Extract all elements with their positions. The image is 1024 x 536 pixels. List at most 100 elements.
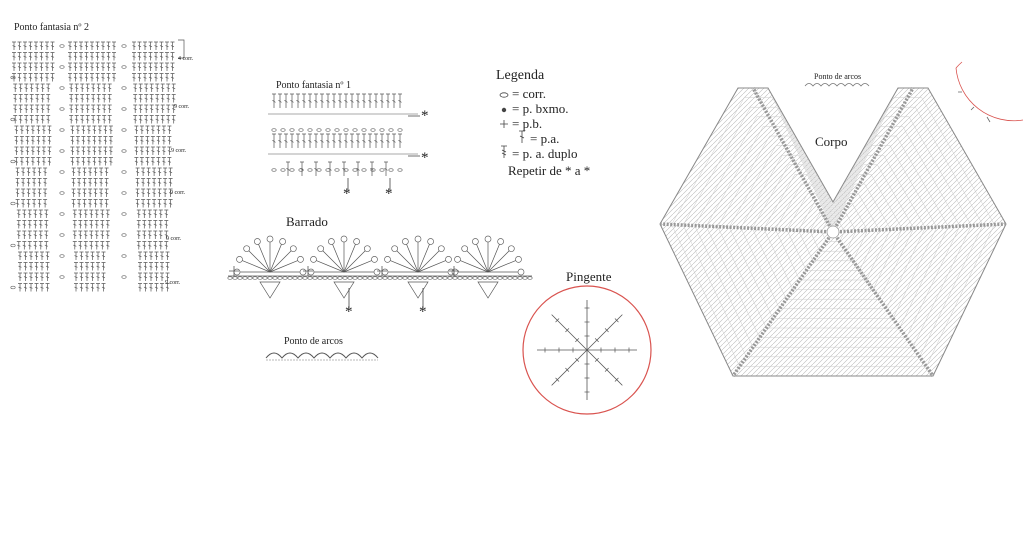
chain-oval-icon — [496, 86, 512, 102]
crochet-stitch — [103, 146, 108, 155]
chain-stitch — [367, 276, 373, 280]
crochet-stitch — [166, 83, 171, 92]
crochet-stitch — [138, 262, 142, 271]
crochet-stitch — [105, 241, 110, 250]
crochet-stitch — [36, 125, 41, 134]
crochet-stitch — [158, 241, 163, 250]
crochet-stitch — [163, 167, 168, 176]
crochet-stitch — [161, 125, 166, 134]
chain-stitch — [379, 128, 385, 132]
chain-stitch — [237, 276, 243, 280]
crochet-stitch — [94, 220, 99, 229]
crochet-stitch — [70, 157, 75, 166]
ponto2-title: Ponto fantasia nº 2 — [14, 22, 90, 33]
crochet-stitch — [148, 73, 153, 82]
crochet-stitch — [368, 93, 372, 108]
chain-stitch — [387, 276, 393, 280]
crochet-stitch — [91, 104, 96, 113]
crochet-stitch — [150, 157, 155, 166]
crochet-stitch — [152, 167, 157, 176]
chain-stitch — [352, 276, 358, 280]
chain-stitch — [388, 168, 394, 172]
ponto2-row-label: 9 corr. — [170, 190, 186, 196]
crochet-stitch — [136, 209, 141, 218]
crochet-stitch — [105, 230, 110, 239]
crochet-stitch — [165, 52, 169, 61]
crochet-stitch — [168, 178, 173, 187]
crochet-stitch — [38, 209, 43, 218]
ponto2-chart — [10, 39, 185, 292]
chain-stitch — [497, 276, 503, 280]
spoke-tick — [565, 367, 570, 372]
chain-stitch — [247, 276, 253, 280]
crochet-stitch — [74, 94, 79, 103]
chain-stitch — [402, 276, 408, 280]
spoke-tick — [594, 338, 599, 343]
crochet-stitch — [45, 251, 50, 260]
crochet-stitch — [164, 230, 169, 239]
corpo-chart — [659, 87, 1007, 377]
crochet-stitch — [90, 262, 95, 271]
crochet-stitch — [23, 251, 28, 260]
crochet-stitch — [36, 157, 41, 166]
crochet-stitch — [101, 41, 105, 50]
crochet-stitch — [45, 262, 50, 271]
crochet-stitch — [85, 94, 90, 103]
crochet-stitch — [154, 52, 158, 61]
crochet-stitch — [135, 178, 140, 187]
crochet-stitch — [30, 146, 35, 155]
crochet-stitch — [34, 52, 38, 61]
crochet-stitch — [38, 220, 43, 229]
crochet-stitch — [90, 52, 94, 61]
crochet-stitch — [99, 188, 104, 197]
crochet-stitch — [38, 230, 43, 239]
crochet-stitch — [137, 41, 142, 50]
crochet-stitch — [380, 133, 384, 148]
crochet-stitch — [342, 161, 346, 176]
repeat-pointer — [348, 288, 424, 308]
chain-stitch — [507, 276, 513, 280]
chain-stitch — [527, 276, 533, 280]
crochet-stitch — [33, 230, 38, 239]
crochet-stitch — [29, 251, 33, 260]
crochet-stitch — [149, 262, 153, 271]
crochet-stitch — [77, 199, 82, 208]
chain-stitch — [422, 276, 428, 280]
crochet-stitch — [302, 133, 306, 148]
crochet-stitch — [45, 272, 50, 281]
ponto1-repeat-mark-1: * — [421, 108, 429, 124]
crochet-stitch — [34, 41, 38, 50]
crochet-stitch — [41, 136, 46, 145]
crochet-stitch — [286, 161, 290, 176]
crochet-stitch — [101, 283, 106, 292]
crochet-stitch — [24, 115, 29, 124]
crochet-stitch — [45, 41, 49, 50]
chain-stitch — [59, 128, 65, 132]
legend-item: = p. a. duplo — [496, 145, 590, 161]
crochet-stitch — [163, 178, 168, 187]
crochet-stitch — [93, 199, 98, 208]
crochet-stitch — [85, 272, 89, 281]
barrado-repeat-mark-2: * — [419, 304, 427, 320]
crochet-stitch — [161, 146, 166, 155]
crochet-stitch — [149, 251, 153, 260]
chain-stitch — [343, 128, 349, 132]
crochet-stitch — [92, 157, 97, 166]
barrado-repeat-mark-1: * — [345, 304, 353, 320]
crochet-stitch — [88, 188, 93, 197]
crochet-stitch — [314, 161, 318, 176]
crochet-stitch — [69, 104, 74, 113]
crochet-stitch — [88, 178, 93, 187]
legend-repeat-note: Repetir de * a * — [508, 163, 591, 178]
crochet-stitch — [170, 41, 175, 50]
chain-stitch — [417, 276, 423, 280]
crochet-stitch — [139, 146, 144, 155]
crochet-stitch — [73, 62, 78, 71]
crochet-stitch — [79, 272, 84, 281]
crochet-stitch — [350, 133, 354, 148]
chain-stitch — [334, 128, 340, 132]
crochet-stitch — [92, 146, 97, 155]
crochet-stitch — [326, 133, 330, 148]
crochet-stitch — [165, 41, 169, 50]
crochet-stitch — [171, 104, 176, 113]
